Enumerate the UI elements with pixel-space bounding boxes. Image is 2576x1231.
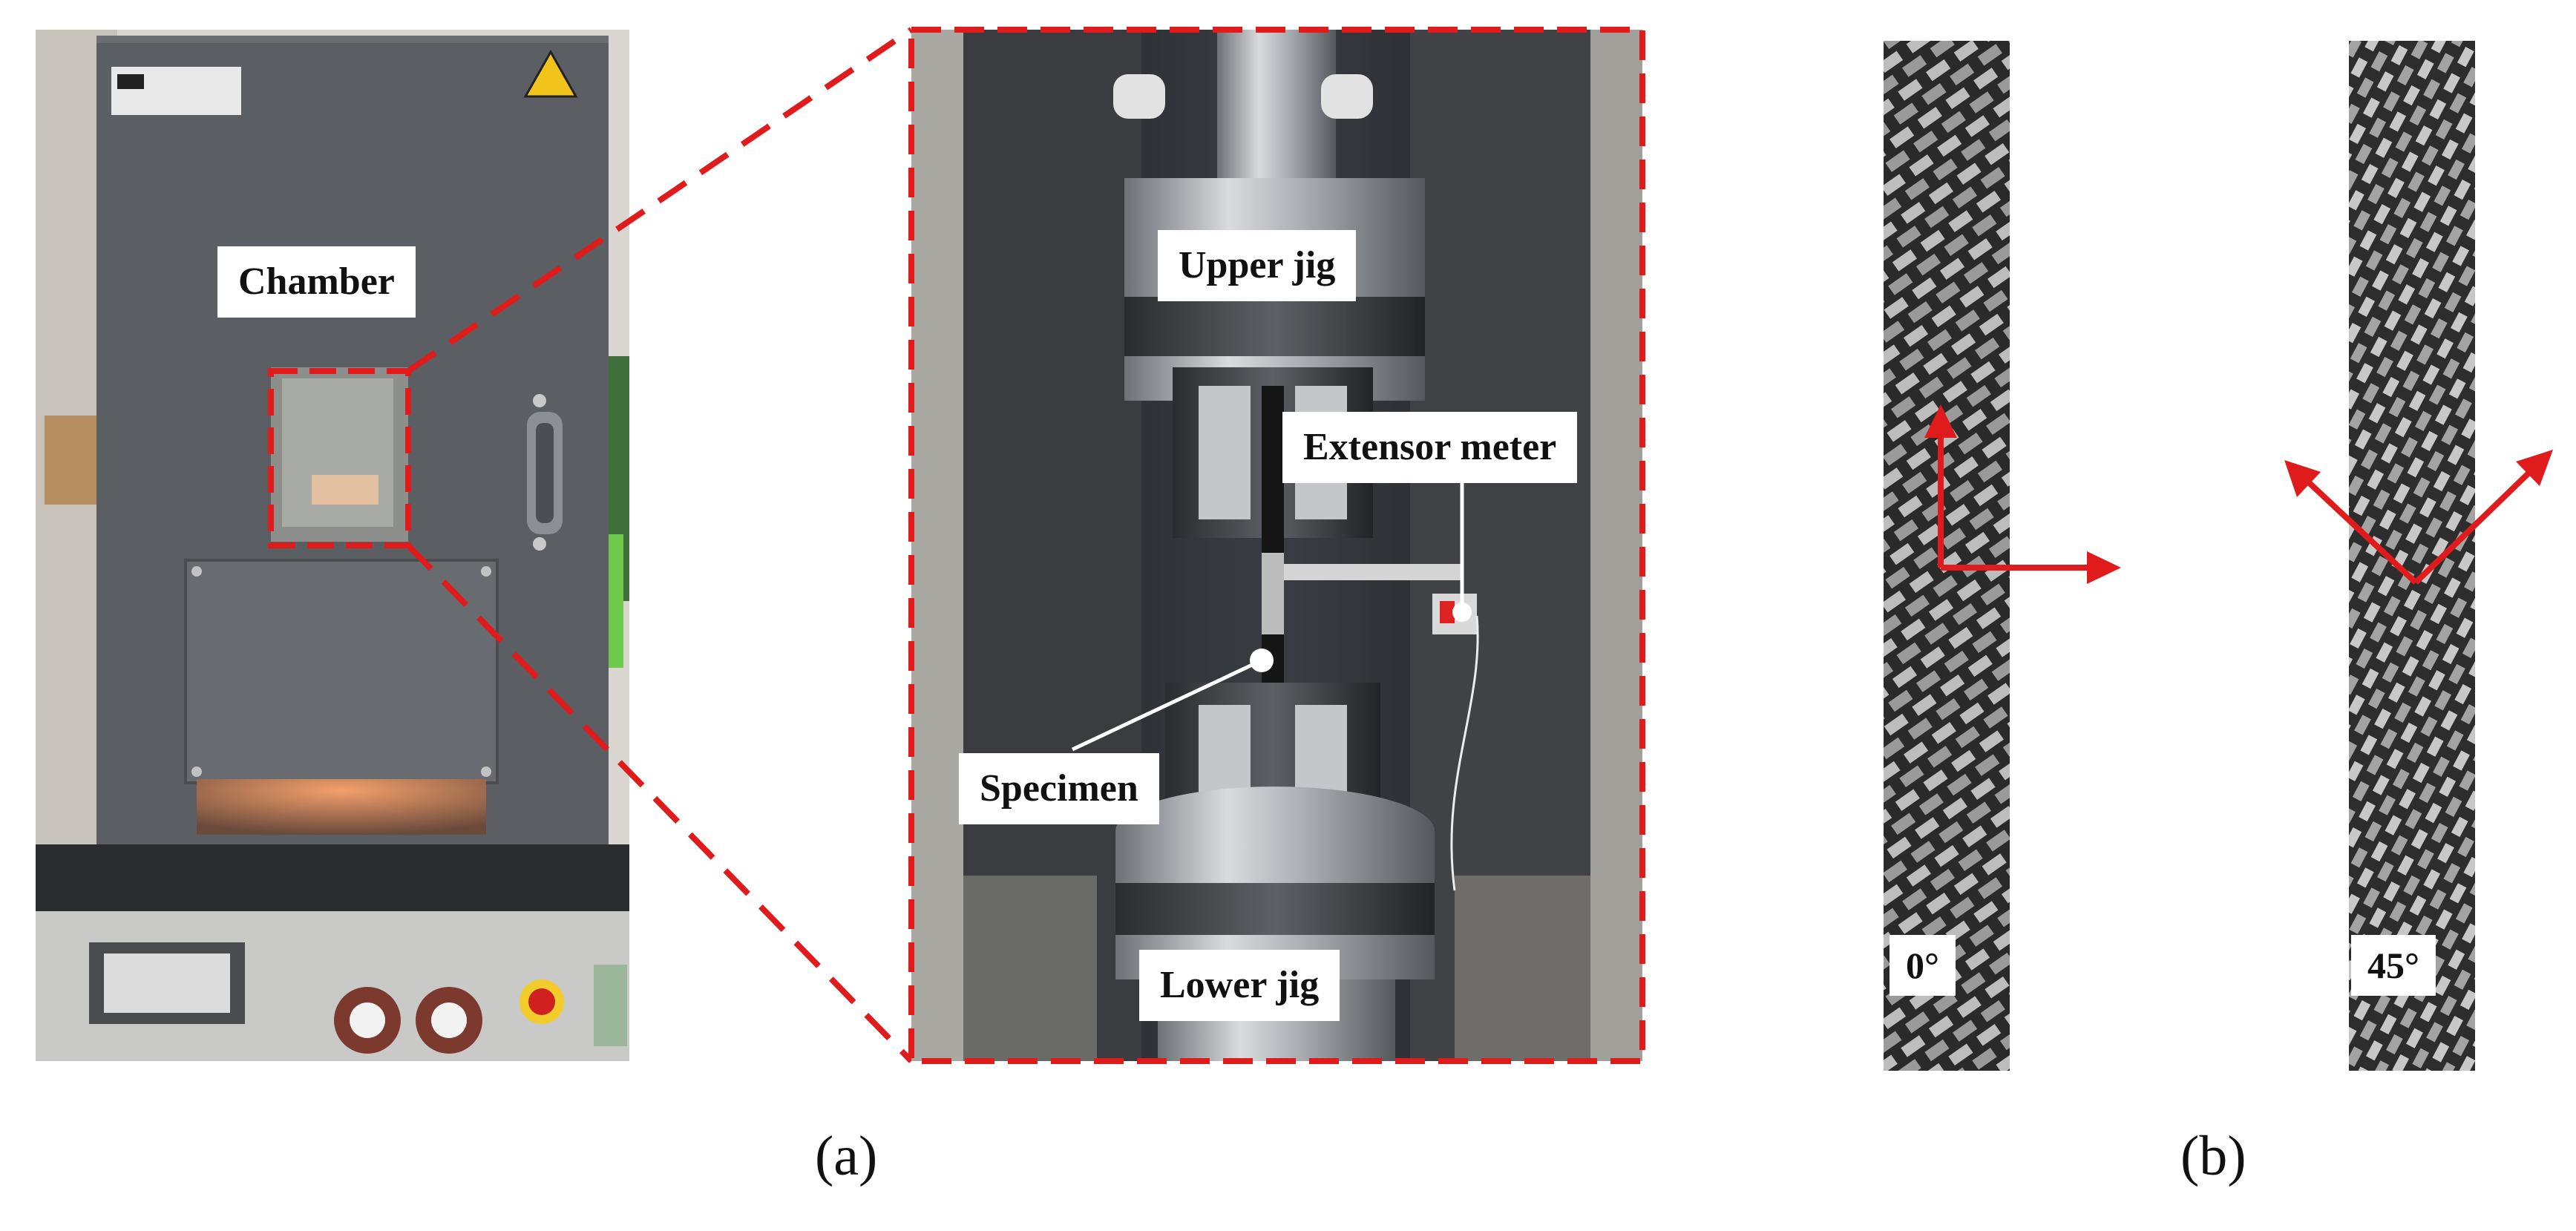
- zoom-photo: [911, 30, 1642, 1061]
- extensor-meter-label: Extensor meter: [1282, 412, 1578, 483]
- angle-label-0deg: 0°: [1890, 935, 1956, 996]
- zoom-line-bottom: [406, 543, 914, 1063]
- zoom-line-top: [406, 27, 914, 374]
- machine-photo: [36, 30, 629, 1061]
- specimen-dot: [1250, 649, 1274, 672]
- panel-b-caption: (b): [2180, 1125, 2246, 1187]
- lower-jig-label: Lower jig: [1139, 950, 1340, 1021]
- upper-jig-label: Upper jig: [1158, 230, 1357, 301]
- specimen-label: Specimen: [959, 753, 1159, 824]
- zoom-photo-frame: [908, 27, 1645, 1064]
- axis-arrows-0deg: [1924, 404, 2121, 584]
- specimen-strip-45deg: [2349, 41, 2475, 1071]
- angle-label-45deg: 45°: [2351, 935, 2436, 996]
- chamber-label: Chamber: [217, 246, 416, 318]
- specimen-leader: [1071, 658, 1263, 752]
- specimen-strip-0deg: [1884, 41, 2010, 1071]
- axis-arrows-45deg: [2284, 450, 2553, 585]
- extensor-meter-dot: [1452, 603, 1472, 622]
- panel-a-caption: (a): [815, 1125, 878, 1187]
